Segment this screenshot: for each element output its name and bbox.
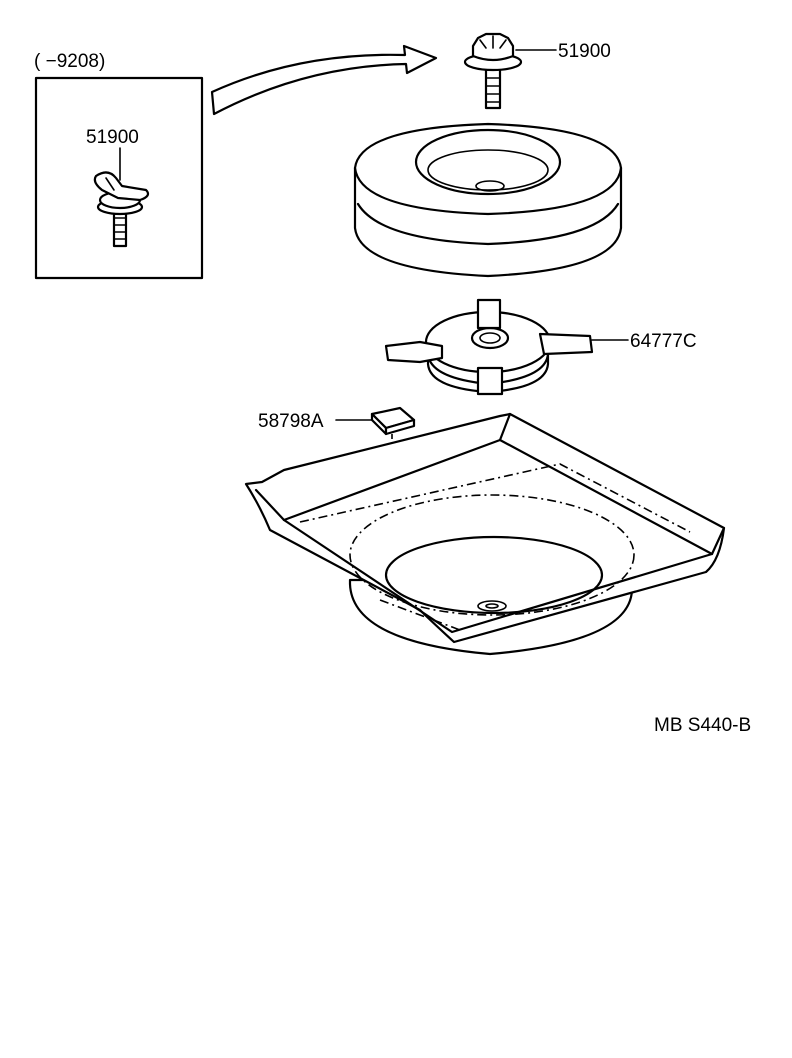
wheel-stopper-label: 64777C <box>630 331 697 352</box>
hold-down-bolt-icon <box>463 32 523 110</box>
cushion-pad-icon <box>370 406 416 436</box>
supersession-arrow-icon <box>210 44 438 116</box>
inset-frame <box>34 76 204 280</box>
spare-tire-icon <box>353 122 623 278</box>
inset-part-label: 51900 <box>86 127 139 148</box>
hold-down-bolt-old-icon <box>93 171 150 248</box>
cushion-label: 58798A <box>258 411 324 432</box>
spare-wheel-pan-icon <box>244 412 726 656</box>
inset-date-range: ( −9208) <box>34 51 105 72</box>
diagram-code: MB S440-B <box>654 715 751 736</box>
inset-panel: ( −9208) 51900 <box>34 51 204 280</box>
wheel-stopper-icon <box>384 298 594 396</box>
hold-down-bolt-label: 51900 <box>558 41 611 62</box>
